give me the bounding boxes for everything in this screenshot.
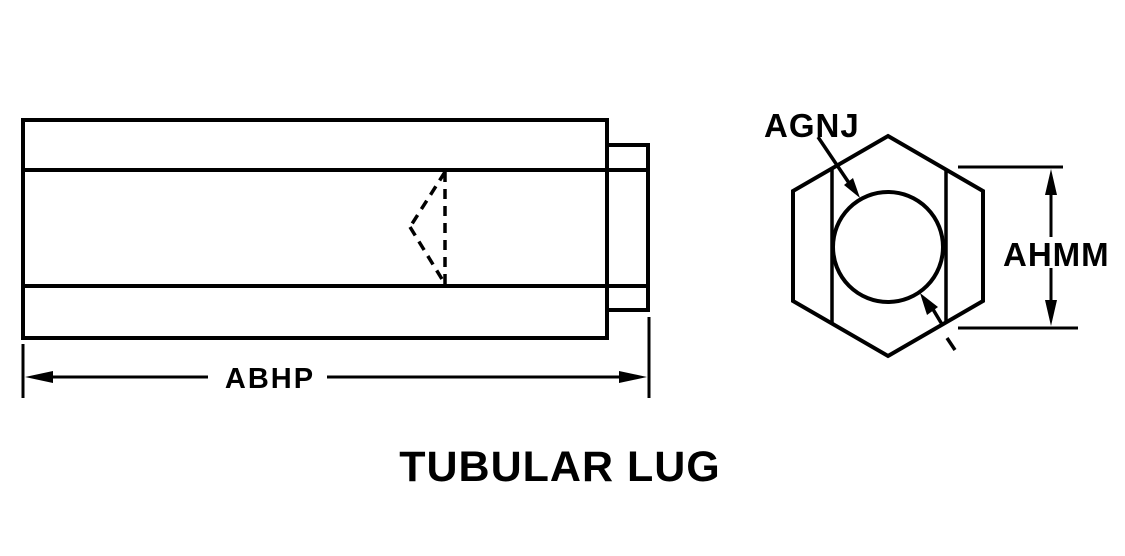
abhp-dimension-label: ABHP xyxy=(225,363,315,395)
tube-end-step-outline xyxy=(605,143,650,312)
ahmm-arrowhead-down-icon xyxy=(1045,300,1057,326)
ahmm-dimension: AHMM xyxy=(958,165,1110,330)
agnj-leader-tail-dash xyxy=(945,337,957,351)
agnj-callout-label: AGNJ xyxy=(764,107,860,144)
hole-circle xyxy=(831,190,945,304)
agnj-leader-line-upper xyxy=(816,136,851,184)
drawing-title: TUBULAR LUG xyxy=(399,443,721,491)
tube-body-outline xyxy=(21,118,609,340)
tube-side-view xyxy=(21,118,650,340)
hex-outline xyxy=(791,133,985,359)
hidden-hole-upper-taper-line xyxy=(408,171,447,228)
hidden-hole-point-lines xyxy=(408,171,447,285)
hidden-hole-lower-taper-line xyxy=(408,226,447,285)
abhp-arrowhead-right-icon xyxy=(619,371,647,383)
agnj-arrowhead-upper-icon xyxy=(844,178,860,198)
abhp-dimension: ABHP xyxy=(21,317,651,398)
abhp-arrowhead-left-icon xyxy=(25,371,53,383)
ahmm-dimension-label: AHMM xyxy=(1003,236,1110,273)
hex-end-view xyxy=(791,133,985,359)
agnj-leader-line-lower xyxy=(929,305,945,327)
ahmm-arrowhead-up-icon xyxy=(1045,169,1057,195)
agnj-callout: AGNJ xyxy=(764,107,957,351)
